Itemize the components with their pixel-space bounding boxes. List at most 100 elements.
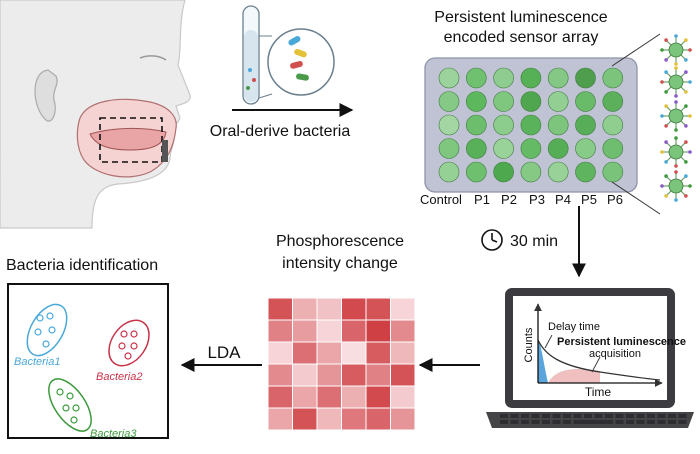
sensor-well	[520, 114, 542, 136]
heatmap-cell	[390, 407, 416, 431]
heatmap-cell	[341, 363, 367, 387]
identification-title: Bacteria identification	[6, 257, 158, 274]
identification-box	[7, 283, 169, 439]
decay-plot: Counts Time Delay time Persistent lumine…	[523, 303, 686, 399]
sensor-well	[465, 161, 487, 183]
cluster-point	[130, 342, 138, 350]
heatmap-cell	[267, 363, 293, 387]
plot-acquisition-line2: acquisition	[589, 348, 641, 360]
cluster-point	[130, 330, 138, 338]
sensor-well	[602, 91, 624, 112]
cluster-label: Bacteria3	[90, 428, 137, 440]
incubation-time: 30 min	[510, 233, 558, 250]
heatmap-cell	[316, 319, 342, 343]
sensor-well	[575, 91, 596, 112]
column-label: P3	[529, 192, 545, 207]
heatmap-cell	[292, 297, 318, 321]
sensor-well	[575, 161, 596, 183]
heatmap-cell	[341, 341, 367, 365]
sensor-well	[438, 161, 460, 183]
heatmap-title-line1: Phosphorescence	[276, 233, 404, 250]
column-label: P4	[555, 192, 571, 207]
sensor-well	[465, 114, 487, 136]
sensor-well	[575, 67, 596, 89]
sensor-well	[575, 138, 596, 159]
cluster-1: Bacteria1	[14, 303, 68, 368]
sensor-well	[547, 67, 569, 89]
sensor-well	[520, 138, 542, 159]
bacterium-icon	[290, 60, 303, 69]
bacterium-icon	[294, 48, 307, 58]
heatmap-cell	[341, 319, 367, 343]
sensor-well	[602, 138, 624, 159]
heatmap-cell	[316, 385, 342, 409]
sample-tube	[242, 5, 335, 105]
sensor-well	[438, 91, 460, 112]
sensor-well	[465, 67, 487, 89]
bacterium-icon	[288, 36, 301, 46]
sensor-well	[547, 161, 569, 183]
heatmap-cell	[365, 341, 391, 365]
ear-icon	[34, 69, 58, 122]
cluster-point	[56, 388, 64, 396]
sensor-well	[493, 161, 514, 183]
heatmap-cell	[316, 407, 342, 431]
column-label: P5	[581, 192, 597, 207]
sensor-well	[493, 67, 514, 89]
probe-icon	[660, 100, 692, 132]
plot-delay-label: Delay time	[548, 321, 600, 333]
column-label: Control	[420, 192, 462, 207]
sensor-well	[520, 91, 542, 112]
heatmap-cell	[341, 385, 367, 409]
acquisition-region	[548, 368, 600, 383]
heatmap-cell	[390, 363, 416, 387]
cluster-point	[120, 330, 128, 338]
heatmap-cell	[316, 363, 342, 387]
heatmap-cell	[390, 297, 416, 321]
heatmap-cell	[267, 341, 293, 365]
cluster-label: Bacteria2	[96, 371, 142, 383]
column-label: P6	[607, 192, 623, 207]
cluster-point	[36, 314, 44, 322]
cluster-point	[48, 326, 56, 334]
sensor-well	[438, 67, 460, 89]
heatmap-cell	[390, 341, 416, 365]
cluster-point	[42, 340, 50, 348]
clock-icon	[481, 229, 503, 251]
cluster-label: Bacteria1	[14, 356, 60, 368]
heatmap-title-line2: intensity change	[282, 255, 398, 272]
heatmap-cell	[365, 385, 391, 409]
laptop: Counts Time Delay time Persistent lumine…	[486, 288, 694, 428]
plot-acquisition-line1: Persistent luminescence	[557, 336, 686, 348]
sensor-well	[493, 114, 514, 136]
heatmap-cell	[341, 297, 367, 321]
sensor-well	[520, 161, 542, 183]
delay-region	[538, 340, 548, 383]
cluster-point	[62, 404, 70, 412]
heatmap	[267, 297, 416, 431]
sensor-well	[438, 114, 460, 136]
heatmap-cell	[365, 297, 391, 321]
heatmap-cell	[365, 319, 391, 343]
sampling-label: Oral-derive bacteria	[210, 123, 351, 140]
heatmap-cell	[292, 385, 318, 409]
method-label: LDA	[207, 343, 241, 362]
heatmap-cell	[365, 407, 391, 431]
heatmap-cell	[292, 363, 318, 387]
column-label: P2	[501, 192, 517, 207]
sensor-well	[520, 67, 542, 89]
heatmap-cell	[267, 297, 293, 321]
bacterium-icon	[296, 73, 309, 81]
heatmap-cell	[267, 319, 293, 343]
probe-icon	[660, 34, 692, 66]
probe-icon	[660, 170, 692, 202]
sensor-well	[493, 91, 514, 112]
cluster-point	[34, 328, 42, 336]
heatmap-cell	[390, 385, 416, 409]
head-illustration	[0, 0, 191, 229]
cluster-ellipse	[48, 378, 92, 432]
heatmap-cell	[365, 363, 391, 387]
heatmap-cell	[316, 297, 342, 321]
sensor-well	[465, 138, 487, 159]
heatmap-cell	[292, 341, 318, 365]
